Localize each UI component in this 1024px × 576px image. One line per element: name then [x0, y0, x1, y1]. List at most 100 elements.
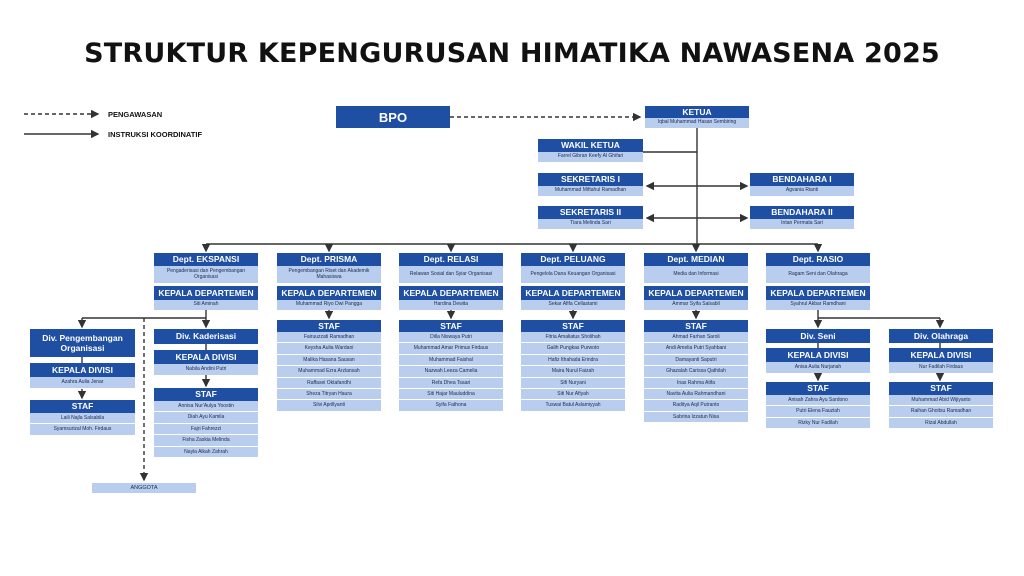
list-item: Galih Pungkas Purwoto: [521, 343, 625, 355]
list-item: Malika Hasana Sausan: [277, 354, 381, 367]
list-item: Raditya Aqil Putranto: [644, 400, 748, 412]
dept-rasio-desc: Ragam Seni dan Olahraga: [766, 266, 870, 283]
dept-median-staf-label: STAF: [644, 320, 748, 332]
list-item: Navita Aulia Rahmandhani: [644, 388, 748, 401]
div-kaderisasi-head: Nabila Andini Putri: [154, 364, 258, 375]
div-seni-head: Anisa Aulia Nurjanah: [766, 362, 870, 373]
sekretaris2-title: SEKRETARIS II: [538, 206, 643, 219]
dept-relasi-head: Hardina Dewita: [399, 300, 503, 310]
div-kaderisasi-title: Div. Kaderisasi: [154, 329, 258, 344]
list-item: Annisa Nur'Aulya Yoostin: [154, 401, 258, 413]
list-item: Fisha Zaskia Melinda: [154, 435, 258, 447]
div-seni-staf-label: STAF: [766, 382, 870, 395]
dept-relasi-kadep-label: KEPALA DEPARTEMEN: [399, 286, 503, 300]
div-pengembangan-kadiv-label: KEPALA DIVISI: [30, 363, 135, 377]
dept-ekspansi-head: Siti Aminah: [154, 300, 258, 310]
dept-peluang-title: Dept. PELUANG: [521, 253, 625, 266]
list-item: Putri Elena Fauziah: [766, 406, 870, 418]
dept-rasio-kadep-label: KEPALA DEPARTEMEN: [766, 286, 870, 300]
bendahara1-title: BENDAHARA I: [750, 173, 854, 186]
list-item: Ghazalah Carissa Qathilah: [644, 366, 748, 378]
div-kaderisasi-staf-label: STAF: [154, 388, 258, 401]
list-item: Nayla Alkah Zahrah: [154, 446, 258, 458]
list-item: Diah Ayu Kamila: [154, 412, 258, 424]
div-kaderisasi-staff-list: Annisa Nur'Aulya Yoostin Diah Ayu Kamila…: [154, 401, 258, 458]
div-pengembangan-title: Div. Pengembangan Organisasi: [30, 329, 135, 357]
dept-prisma-title: Dept. PRISMA: [277, 253, 381, 266]
div-pengembangan-head: Azahra Aulia Jenar: [30, 377, 135, 388]
list-item: Siti Nur Afiyah: [521, 388, 625, 401]
dept-prisma-staff-list: Fairuuzzati Ramadhan Keysha Aulia Wardan…: [277, 332, 381, 412]
sekretaris1-title: SEKRETARIS I: [538, 173, 643, 186]
list-item: Maira Nurul Faizah: [521, 366, 625, 378]
list-item: Laili Najla Salsabila: [30, 413, 135, 425]
list-item: Tuswai Batul Aslamiyyah: [521, 400, 625, 412]
list-item: Fajri Fahrezzi: [154, 423, 258, 436]
div-olahraga-staff-list: Muhammad Abid Wijiyanto Raihan Ghoitsu R…: [889, 395, 993, 430]
dept-peluang-head: Sekar Afifa Cellastami: [521, 300, 625, 310]
sekretaris2-name: Tiara Melinda Sari: [538, 219, 643, 229]
list-item: Fitria Amaliatus Sholihah: [521, 332, 625, 344]
dept-median-kadep-label: KEPALA DEPARTEMEN: [644, 286, 748, 300]
list-item: Rizal Abdullah: [889, 417, 993, 430]
wakil-title: WAKIL KETUA: [538, 139, 643, 152]
list-item: Raihan Ghoitsu Ramadhan: [889, 406, 993, 418]
dept-peluang-staff-list: Fitria Amaliatus Sholihah Galih Pungkas …: [521, 332, 625, 412]
dept-peluang-staf-label: STAF: [521, 320, 625, 332]
div-olahraga-kadiv-label: KEPALA DIVISI: [889, 348, 993, 362]
dept-relasi-title: Dept. RELASI: [399, 253, 503, 266]
bendahara2-title: BENDAHARA II: [750, 206, 854, 219]
dept-prisma-head: Muhammad Riyo Dwi Pangga: [277, 300, 381, 310]
legend-instruksi: INSTRUKSI KOORDINATIF: [108, 130, 203, 139]
bendahara1-name: Agvania Rianti: [750, 186, 854, 196]
list-item: Anisah Zahra Ayu Sardono: [766, 395, 870, 407]
dept-median-title: Dept. MEDIAN: [644, 253, 748, 266]
dept-relasi-desc: Relawan Sosial dan Syiar Organisasi: [399, 266, 503, 283]
list-item: Syamsurizal Moh. Firdaus: [30, 424, 135, 436]
list-item: Dilla Niswaya Putri: [399, 332, 503, 344]
list-item: Fairuuzzati Ramadhan: [277, 332, 381, 344]
bpo-box: BPO: [336, 106, 450, 128]
div-kaderisasi-kadiv-label: KEPALA DIVISI: [154, 350, 258, 364]
list-item: Andi Amelia Putri Syahbani: [644, 343, 748, 355]
ketua-name: Iqbal Muhammad Hasan Sembiring: [645, 118, 749, 128]
legend-pengawasan: PENGAWASAN: [108, 110, 163, 119]
page-title: STRUKTUR KEPENGURUSAN HIMATIKA NAWASENA …: [84, 38, 940, 69]
dept-median-head: Ammar Syifa Salsabil: [644, 300, 748, 310]
dept-rasio-title: Dept. RASIO: [766, 253, 870, 266]
dept-peluang-desc: Pengelola Dana Keuangan Organisasi: [521, 266, 625, 283]
ketua-title: KETUA: [645, 106, 749, 118]
dept-rasio-head: Syahrul Akbar Ramdhani: [766, 300, 870, 310]
dept-median-desc: Media dan Informasi: [644, 266, 748, 283]
dept-median-staff-list: Ahmad Farhan Saroli Andi Amelia Putri Sy…: [644, 332, 748, 424]
bendahara2-name: Intan Permata Sari: [750, 219, 854, 229]
list-item: Keysha Aulia Wardani: [277, 343, 381, 355]
div-pengembangan-staff-list: Laili Najla Salsabila Syamsurizal Moh. F…: [30, 413, 135, 436]
list-item: Refa Dhea Tsaari: [399, 377, 503, 389]
list-item: Rizky Nur Fadilah: [766, 417, 870, 430]
dept-peluang-kadep-label: KEPALA DEPARTEMEN: [521, 286, 625, 300]
list-item: Hafiz Ithahada Erindra: [521, 354, 625, 367]
list-item: Raffasei Oktafandhi: [277, 377, 381, 389]
anggota-box: ANGGOTA: [92, 483, 196, 493]
list-item: Muhammad Amar Primus Firdaus: [399, 343, 503, 355]
div-seni-kadiv-label: KEPALA DIVISI: [766, 348, 870, 362]
list-item: Inas Rahma Atifa: [644, 377, 748, 389]
list-item: Sabrina Izzatun Nisa: [644, 411, 748, 424]
list-item: Sifi Nuryani: [521, 377, 625, 389]
list-item: Muhammad Faishal: [399, 354, 503, 367]
dept-ekspansi-kadep-label: KEPALA DEPARTEMEN: [154, 286, 258, 300]
div-seni-title: Div. Seni: [766, 329, 870, 343]
list-item: Sheza Titryan Haura: [277, 388, 381, 401]
dept-prisma-staf-label: STAF: [277, 320, 381, 332]
div-olahraga-title: Div. Olahraga: [889, 329, 993, 343]
list-item: Damayanti Saputri: [644, 354, 748, 367]
list-item: Ahmad Farhan Saroli: [644, 332, 748, 344]
dept-prisma-kadep-label: KEPALA DEPARTEMEN: [277, 286, 381, 300]
list-item: Muhammad Ezra Arzlansah: [277, 366, 381, 378]
div-olahraga-staf-label: STAF: [889, 382, 993, 395]
list-item: Siti Hajar Mauluddina: [399, 388, 503, 401]
dept-ekspansi-desc: Pengaderisasi dan Pengembangan Organisas…: [154, 266, 258, 283]
div-olahraga-head: Nur Fadilah Firdaus: [889, 362, 993, 373]
